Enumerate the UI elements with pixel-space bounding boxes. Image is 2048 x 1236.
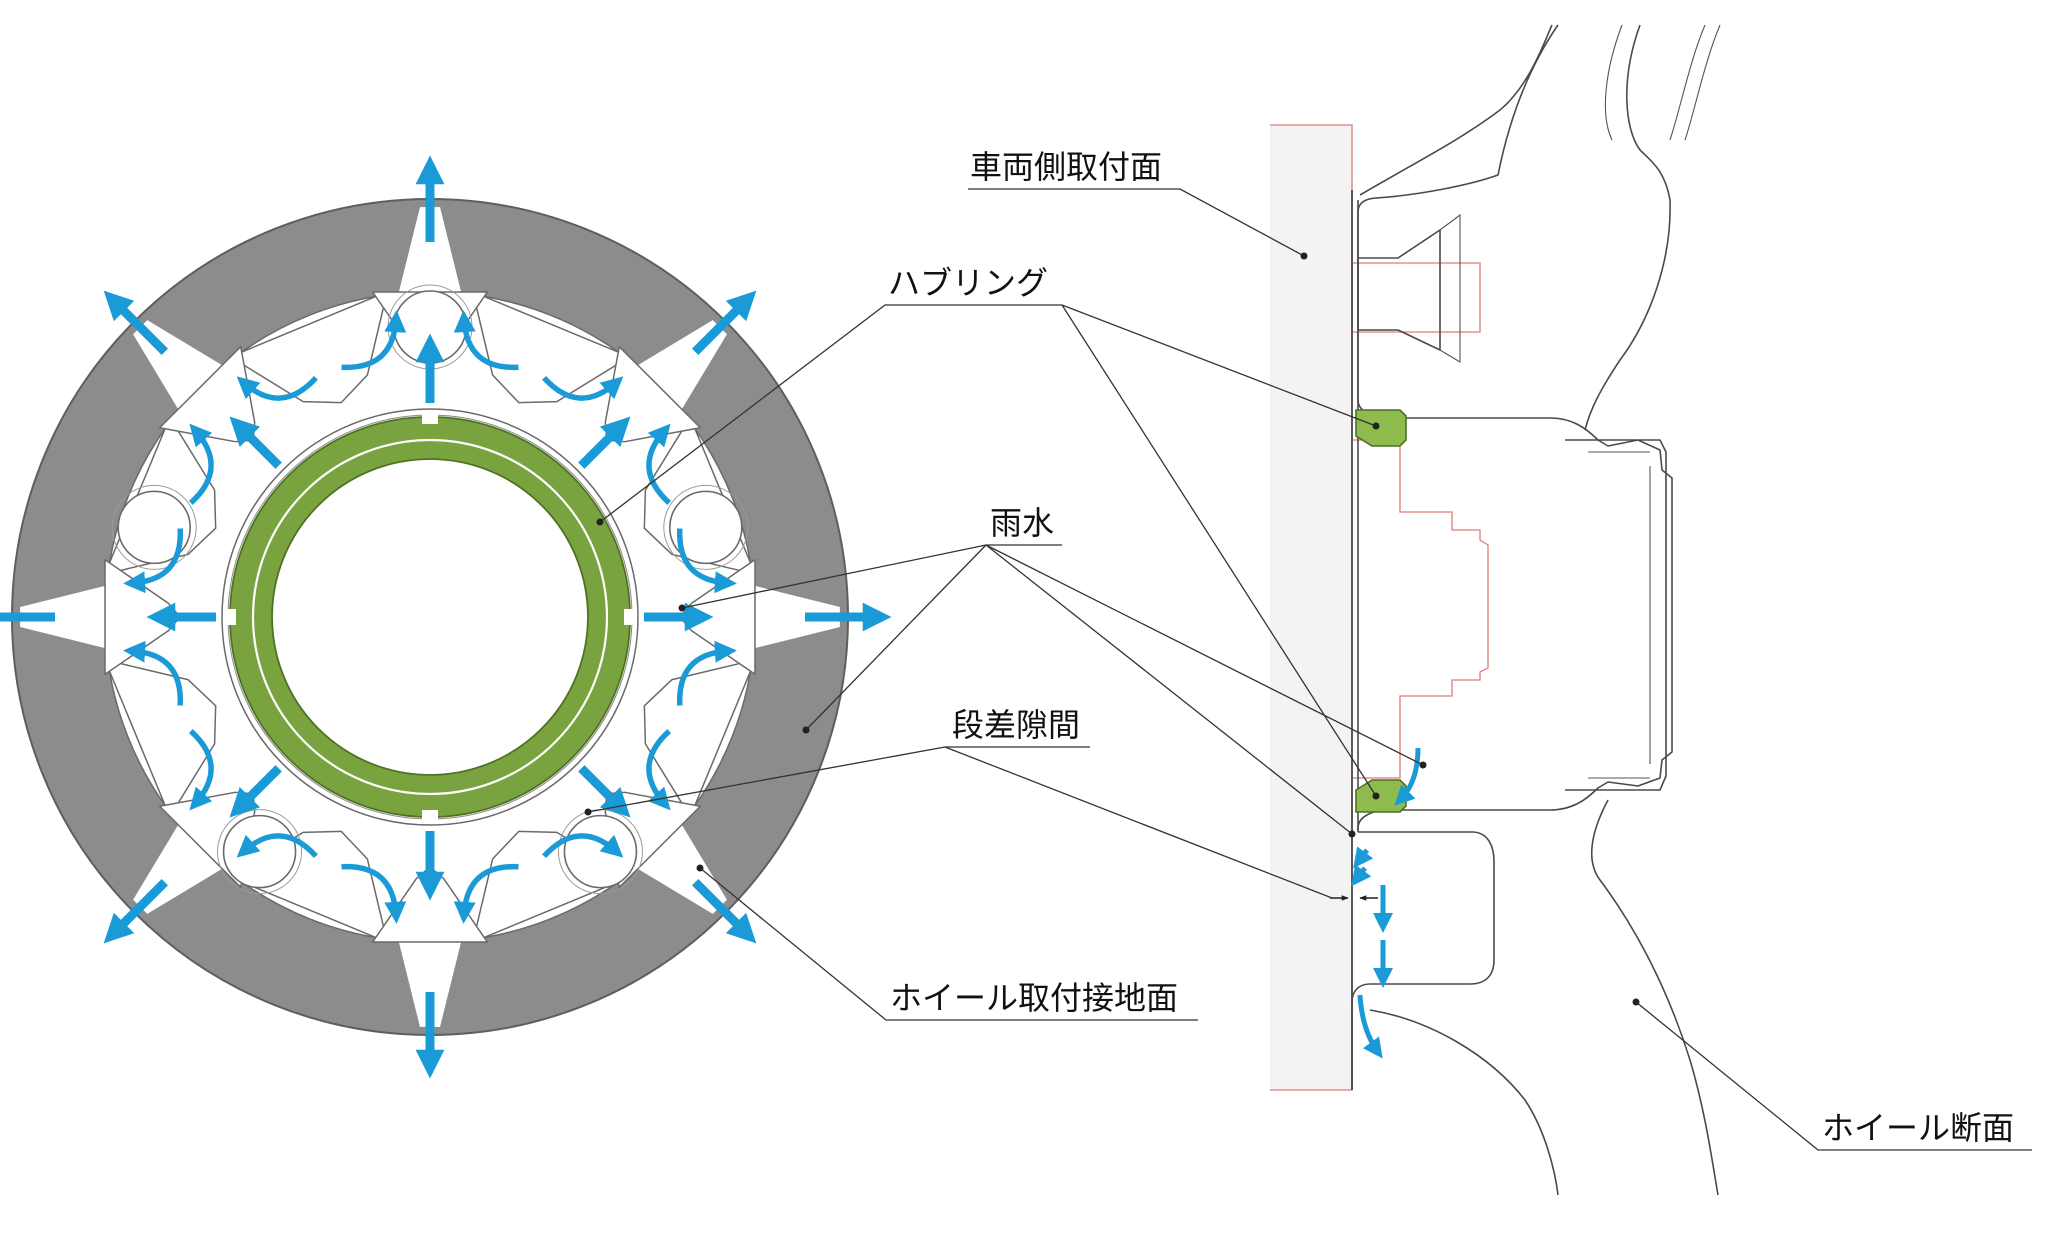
drain-slot — [20, 585, 106, 649]
radial-flow-arrow — [229, 765, 282, 818]
wheel-rim-channel — [1588, 451, 1651, 779]
drain-slot — [754, 585, 840, 649]
wheel-lower-spoke-2 — [1590, 799, 1719, 1196]
outward-flow-arrow — [103, 878, 169, 944]
curved-flow-arrow — [341, 310, 407, 370]
wheel-rim-inner — [1565, 439, 1667, 791]
curved-flow-arrow — [188, 423, 214, 505]
label-vehicle-side-mount-surface: 車両側取付面 — [970, 148, 1162, 186]
outward-flow-arrow — [103, 290, 169, 356]
curved-flow-arrow — [646, 729, 672, 811]
section-flow-arrow — [1351, 864, 1372, 887]
center-bore-outline — [221, 408, 639, 826]
curved-flow-arrow — [453, 310, 519, 370]
curved-flow-arrow — [542, 375, 624, 401]
label-rain-water: 雨水 — [990, 504, 1054, 542]
curved-flow-arrow — [123, 528, 183, 594]
rainwater-flow-arrows — [0, 155, 892, 1079]
label-wheel-mount-contact-surface: ホイール取付接地面 — [890, 979, 1178, 1017]
lug-bolt-seat-2 — [1439, 213, 1461, 363]
wheel-spoke-upper — [1359, 24, 1553, 196]
drain-slot — [398, 207, 462, 293]
bolt-hole — [117, 490, 191, 565]
curved-flow-arrow — [542, 833, 624, 859]
vehicle-hub-reference-outline — [1270, 124, 1489, 1091]
callout-leaders — [584, 188, 2032, 1151]
section-water-flow-arrows — [1351, 747, 1421, 1059]
curved-flow-arrow — [236, 833, 318, 859]
wheel-lower-spoke — [1369, 1009, 1559, 1196]
curved-flow-arrow — [236, 375, 318, 401]
radial-flow-arrow — [578, 765, 631, 818]
outward-flow-arrow — [691, 878, 757, 944]
radial-flow-arrow — [578, 416, 631, 469]
bolt-hole — [669, 490, 743, 565]
curved-flow-arrow — [188, 729, 214, 811]
vehicle-hub-section-shading — [1270, 125, 1352, 1090]
curved-flow-arrow — [677, 528, 737, 594]
bolt-hole-seat — [111, 484, 197, 570]
wheel-spoke-upper-2 — [1584, 24, 1671, 431]
hub-ring-front — [224, 412, 636, 822]
curved-flow-arrow — [123, 640, 183, 706]
wheel-lower-body — [1351, 831, 1495, 1090]
label-step-gap: 段差隙間 — [952, 706, 1080, 744]
bolt-reference — [1352, 262, 1481, 333]
wheel-barrel-lines — [1604, 24, 1721, 141]
section-flow-arrow — [1353, 846, 1374, 869]
hub-ring-section-lower — [1355, 779, 1407, 813]
spacer-plate-front-view — [0, 155, 892, 1079]
bolt-hole-seat — [663, 484, 749, 570]
bolt-hole — [222, 814, 297, 889]
wheel-cross-section — [1270, 24, 1721, 1196]
label-hub-ring: ハブリング — [888, 264, 1048, 302]
label-wheel-section: ホイール断面 — [1822, 1109, 2014, 1147]
curved-flow-arrow — [341, 864, 407, 924]
section-flow-arrow — [1394, 747, 1421, 806]
hub-ring-section-upper — [1355, 409, 1407, 447]
drain-slot — [398, 941, 462, 1027]
curved-flow-arrow — [677, 640, 737, 706]
bolt-hole — [563, 814, 638, 889]
curved-flow-arrow — [453, 864, 519, 924]
outward-flow-arrow — [691, 290, 757, 356]
radial-flow-arrow — [229, 416, 282, 469]
curved-flow-arrow — [646, 423, 672, 505]
section-flow-arrow — [1357, 994, 1383, 1059]
